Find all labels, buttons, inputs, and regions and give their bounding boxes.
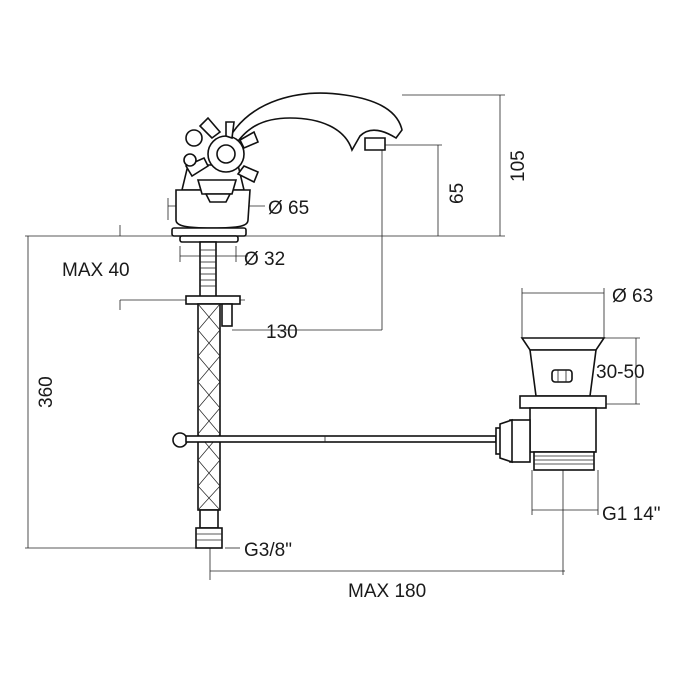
supply-hose [185, 241, 241, 549]
label-spout-reach: 130 [266, 322, 298, 343]
label-hose-length: 360 [36, 376, 57, 408]
label-max-rod: MAX 180 [348, 581, 426, 602]
faucet-body [171, 92, 403, 243]
label-spout-height: 65 [447, 183, 468, 204]
label-total-height: 105 [508, 150, 529, 182]
popup-rod [172, 432, 497, 448]
drain-assembly [495, 337, 607, 471]
label-max-deck: MAX 40 [62, 260, 130, 281]
label-base-diameter: Ø 32 [244, 249, 285, 270]
dimension-labels: Ø 65 Ø 32 MAX 40 130 65 105 360 Ø 63 30-… [36, 150, 661, 602]
label-hose-thread: G3/8" [244, 540, 292, 561]
label-drain-range: 30-50 [596, 362, 645, 383]
label-spout-diameter: Ø 65 [268, 198, 309, 219]
label-drain-diameter: Ø 63 [612, 286, 653, 307]
label-drain-thread: G1 14" [602, 504, 661, 525]
